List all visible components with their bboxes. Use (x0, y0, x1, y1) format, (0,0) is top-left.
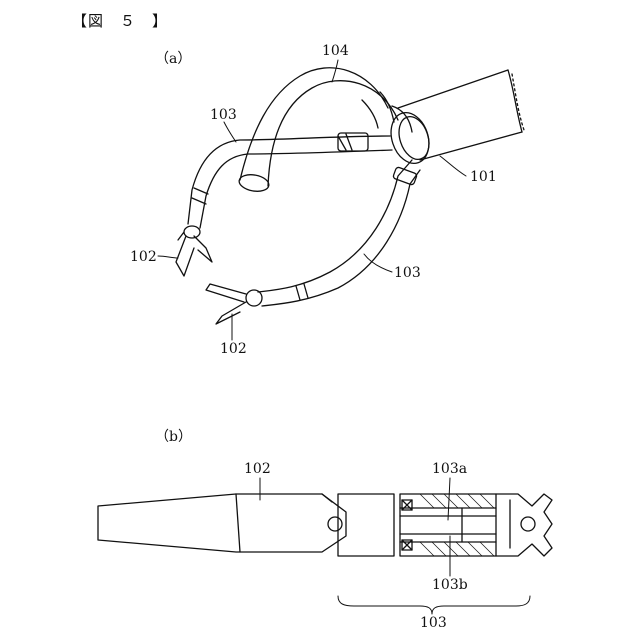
clevis-end (496, 494, 552, 556)
bracket-103 (338, 596, 530, 614)
arm-104 (238, 68, 412, 194)
leader-lines-b (260, 478, 450, 576)
grasper-102-left (176, 232, 212, 276)
jaw-102 (98, 494, 346, 552)
shaft-101 (385, 70, 524, 168)
grasper-102-bottom (206, 284, 246, 324)
segment-103a-103b (400, 494, 496, 556)
arm-103-left (184, 133, 392, 238)
arm-103-right (246, 160, 420, 306)
